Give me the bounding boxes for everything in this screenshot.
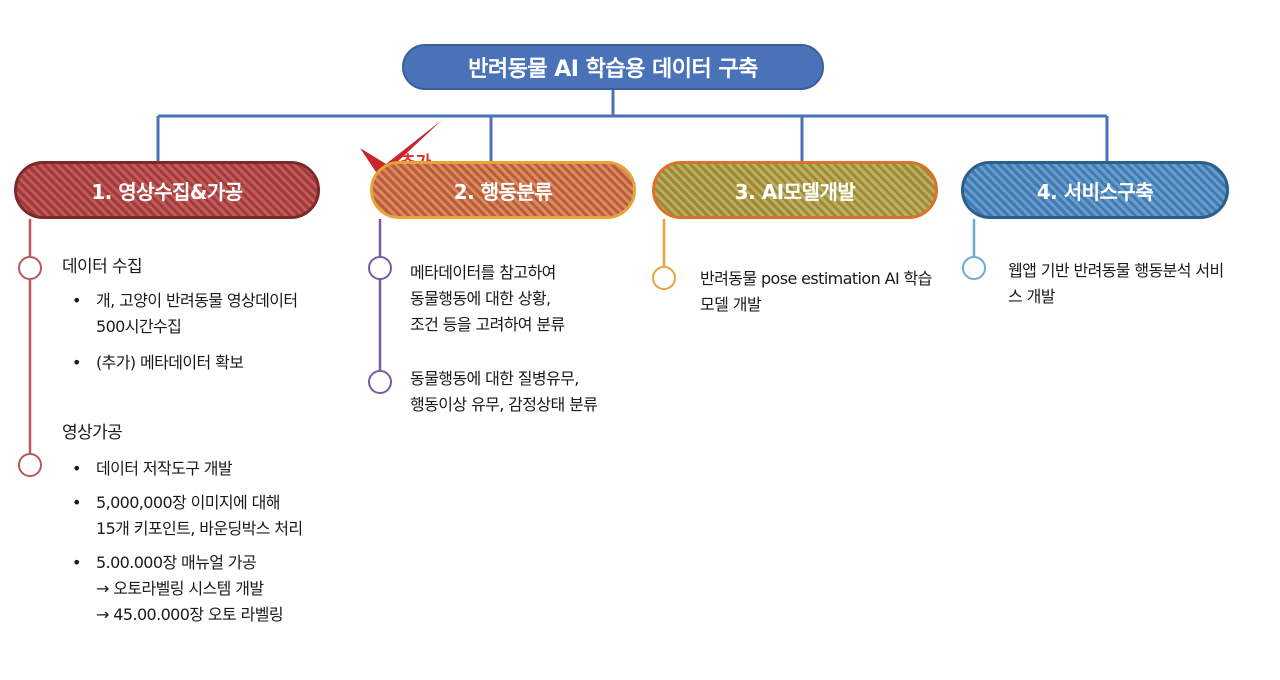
item-text: 모델 개발 [700, 295, 762, 314]
item-text: 동물행동에 대한 질병유무, [410, 369, 579, 388]
bullet-glyph: • [72, 353, 82, 372]
section-heading: 데이터 수집 [62, 257, 143, 277]
item-text: 반려동물 pose estimation AI 학습 [700, 269, 932, 288]
category-ai-model: 3. AI모델개발 [652, 161, 938, 219]
timeline-node [652, 266, 676, 290]
timeline-node [368, 256, 392, 280]
bullet-text: 개, 고양이 반려동물 영상데이터 [96, 291, 298, 310]
bullet-glyph: • [72, 459, 82, 478]
category-service: 4. 서비스구축 [961, 161, 1229, 219]
section-heading: 영상가공 [62, 423, 123, 443]
item-text: 메타데이터를 참고하여 [410, 263, 556, 282]
check-mark-icon [360, 120, 442, 178]
bullet-text: → 오토라벨링 시스템 개발 [96, 579, 264, 598]
item-text: 조건 등을 고려하여 분류 [410, 315, 565, 334]
bullet-text: 5,000,000장 이미지에 대해 [96, 493, 280, 512]
bullet-glyph: • [72, 493, 82, 512]
bullet-glyph: • [72, 291, 82, 310]
item-text: 행동이상 유무, 감정상태 분류 [410, 395, 598, 414]
main-title: 반려동물 AI 학습용 데이터 구축 [402, 44, 824, 90]
bullet-glyph: • [72, 553, 82, 572]
bullet-text: 500시간수집 [96, 317, 182, 336]
item-text: 동물행동에 대한 상황, [410, 289, 551, 308]
bullet-text: → 45.00.000장 오토 라벨링 [96, 605, 284, 624]
bullet-text: (추가) 메타데이터 확보 [96, 353, 244, 372]
bullet-text: 5.00.000장 매뉴얼 가공 [96, 553, 257, 572]
timeline-node [962, 256, 986, 280]
bullet-text: 데이터 저작도구 개발 [96, 459, 233, 478]
timeline-node [368, 370, 392, 394]
item-text: 스 개발 [1008, 287, 1055, 306]
bullet-text: 15개 키포인트, 바운딩박스 처리 [96, 519, 303, 538]
category-behavior-classification: 2. 행동분류 [370, 161, 636, 219]
category-video-collection: 1. 영상수집&가공 [14, 161, 320, 219]
timeline-node [18, 256, 42, 280]
timeline-node [18, 453, 42, 477]
item-text: 웹앱 기반 반려동물 행동분석 서비 [1008, 261, 1224, 280]
